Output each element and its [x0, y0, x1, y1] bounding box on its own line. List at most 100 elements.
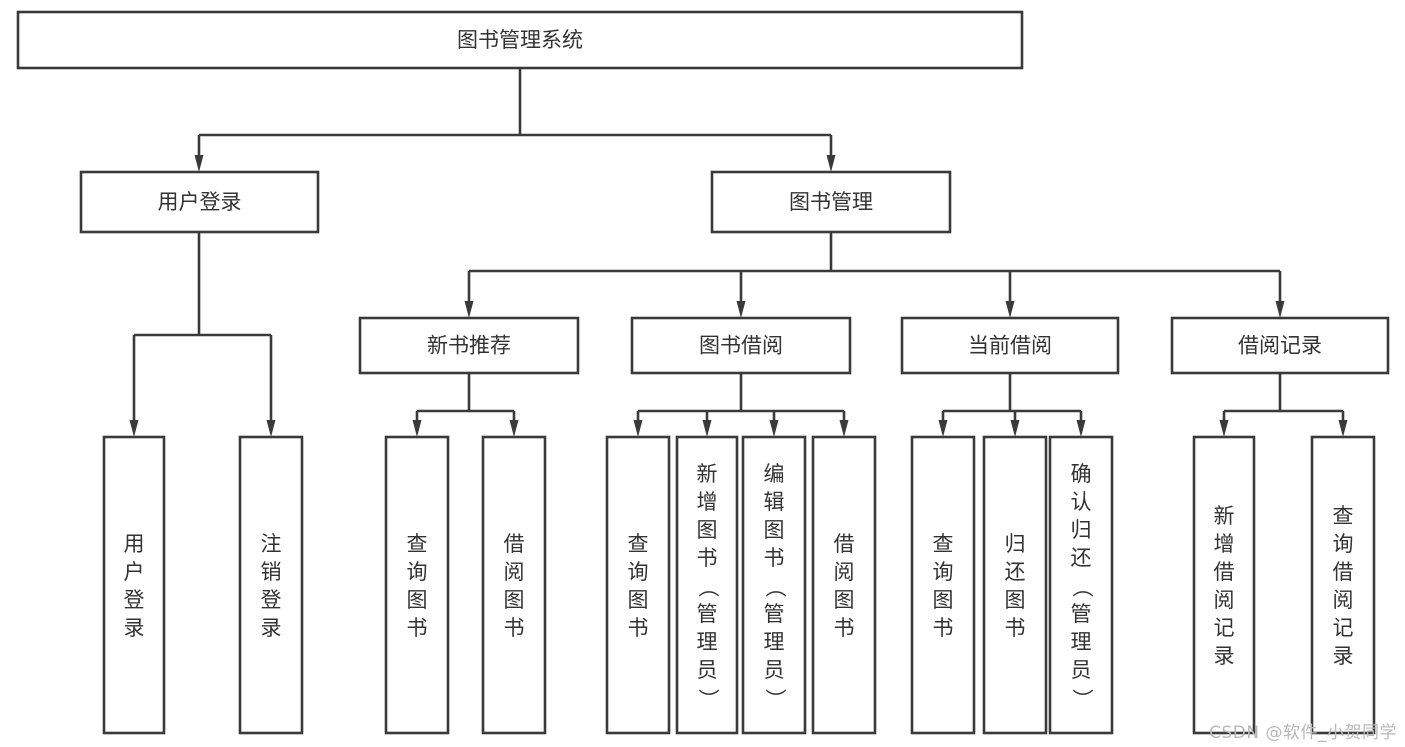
node-box-book-borrow[interactable]	[630, 316, 852, 375]
node-label-leaf-logout-char-0: 注	[261, 532, 282, 556]
node-box-leaf-query-book-recommend[interactable]	[384, 435, 450, 735]
node-label-leaf-query-book-current-char-3: 书	[933, 616, 954, 640]
node-label-current-borrow: 当前借阅	[968, 334, 1052, 358]
node-leaf-user-login[interactable]: 用户登录	[102, 435, 166, 735]
node-box-leaf-logout[interactable]	[238, 435, 304, 735]
node-label-leaf-edit-book-char-6: 理	[764, 630, 785, 654]
node-label-leaf-edit-book-char-3: 书	[764, 546, 785, 570]
node-box-leaf-add-book[interactable]	[675, 435, 739, 735]
node-box-current-borrow[interactable]	[900, 316, 1120, 375]
node-label-leaf-user-login-char-1: 户	[124, 560, 145, 584]
node-label-leaf-query-book-current-char-0: 查	[933, 532, 954, 556]
node-label-leaf-add-book-char-1: 增	[697, 490, 718, 514]
node-label-leaf-edit-book-char-2: 图	[764, 518, 785, 542]
node-book-management[interactable]: 图书管理	[710, 170, 952, 234]
node-label-user-login: 用户登录	[158, 190, 242, 214]
arrow-head	[826, 155, 836, 172]
node-label-leaf-edit-book-char-4: （	[763, 577, 787, 598]
node-label-leaf-query-borrow-record-char-5: 录	[1333, 644, 1354, 668]
node-label-leaf-add-book-char-8: ）	[696, 689, 720, 710]
node-new-book-recommend[interactable]: 新书推荐	[358, 316, 580, 375]
node-user-login[interactable]: 用户登录	[79, 170, 320, 234]
node-label-leaf-confirm-return-char-7: 员	[1071, 658, 1092, 682]
node-label-leaf-return-book-char-1: 还	[1005, 560, 1026, 584]
node-label-leaf-confirm-return-char-4: （	[1070, 577, 1094, 598]
node-label-leaf-user-login-char-2: 登	[124, 588, 145, 612]
node-box-book-management[interactable]	[710, 170, 952, 234]
node-label-leaf-edit-book-char-1: 辑	[764, 490, 785, 514]
node-box-leaf-edit-book[interactable]	[741, 435, 807, 735]
arrow-head	[1338, 420, 1348, 437]
node-label-leaf-return-book-char-2: 图	[1005, 588, 1026, 612]
node-label-leaf-query-book-recommend-char-3: 书	[407, 616, 428, 640]
node-label-leaf-borrow-book-recommend-char-2: 图	[504, 588, 525, 612]
node-book-borrow[interactable]: 图书借阅	[630, 316, 852, 375]
node-label-leaf-return-book-char-0: 归	[1005, 532, 1026, 556]
node-label-leaf-borrow-book-char-1: 阅	[834, 560, 855, 584]
node-box-borrow-record[interactable]	[1170, 316, 1390, 375]
node-current-borrow[interactable]: 当前借阅	[900, 316, 1120, 375]
node-label-leaf-user-login-char-0: 用	[124, 532, 145, 556]
node-box-leaf-borrow-book-recommend[interactable]	[481, 435, 547, 735]
node-box-leaf-query-borrow-record[interactable]	[1310, 435, 1376, 735]
node-box-new-book-recommend[interactable]	[358, 316, 580, 375]
node-root[interactable]: 图书管理系统	[16, 10, 1024, 70]
arrow-head	[702, 420, 712, 437]
node-box-leaf-query-book-current[interactable]	[910, 435, 976, 735]
node-label-leaf-add-book-char-2: 图	[697, 518, 718, 542]
arrow-head	[938, 420, 948, 437]
node-label-leaf-return-book-char-3: 书	[1005, 616, 1026, 640]
node-label-leaf-logout-char-2: 登	[261, 588, 282, 612]
node-label-book-borrow: 图书借阅	[699, 334, 783, 358]
node-label-leaf-logout-char-3: 录	[261, 616, 282, 640]
node-box-leaf-add-borrow-record[interactable]	[1192, 435, 1256, 735]
arrow-head	[1219, 420, 1229, 437]
arrow-head	[509, 420, 519, 437]
node-box-user-login[interactable]	[79, 170, 320, 234]
node-label-leaf-query-book-recommend-char-1: 询	[407, 560, 428, 584]
arrow-head	[1005, 301, 1015, 318]
node-label-leaf-query-book-current-char-2: 图	[933, 588, 954, 612]
node-label-leaf-add-borrow-record-char-2: 借	[1214, 560, 1235, 584]
node-label-book-management: 图书管理	[789, 190, 873, 214]
node-box-leaf-user-login[interactable]	[102, 435, 166, 735]
connector-user-login-to-leaves	[134, 232, 271, 337]
node-label-leaf-edit-book-char-0: 编	[764, 462, 785, 486]
node-label-leaf-confirm-return-char-5: 管	[1071, 602, 1092, 626]
arrow-head	[633, 420, 643, 437]
node-label-leaf-confirm-return-char-3: 还	[1071, 546, 1092, 570]
node-label-leaf-query-book-current-char-1: 询	[933, 560, 954, 584]
node-borrow-record[interactable]: 借阅记录	[1170, 316, 1390, 375]
node-box-leaf-query-book-borrow[interactable]	[605, 435, 671, 735]
node-label-leaf-query-book-borrow-char-2: 图	[628, 588, 649, 612]
node-label-leaf-add-borrow-record-char-0: 新	[1214, 504, 1235, 528]
node-label-leaf-edit-book-char-7: 员	[764, 658, 785, 682]
arrow-head	[266, 420, 276, 437]
node-label-leaf-add-borrow-record-char-1: 增	[1214, 532, 1235, 556]
node-label-leaf-add-book-char-0: 新	[697, 462, 718, 486]
node-label-leaf-edit-book-char-8: ）	[763, 689, 787, 710]
node-box-leaf-return-book[interactable]	[982, 435, 1048, 735]
node-box-root[interactable]	[16, 10, 1024, 70]
node-box-leaf-confirm-return[interactable]	[1048, 435, 1114, 735]
node-box-leaf-borrow-book[interactable]	[811, 435, 877, 735]
node-label-leaf-query-book-recommend-char-0: 查	[407, 532, 428, 556]
node-boxes: 图书管理系统用户登录图书管理新书推荐图书借阅当前借阅借阅记录用户登录注销登录查询…	[16, 10, 1390, 735]
node-label-leaf-confirm-return-char-8: ）	[1070, 689, 1094, 710]
arrow-head	[194, 155, 204, 172]
node-label-leaf-add-book-char-7: 员	[697, 658, 718, 682]
node-label-leaf-add-book-char-3: 书	[697, 546, 718, 570]
